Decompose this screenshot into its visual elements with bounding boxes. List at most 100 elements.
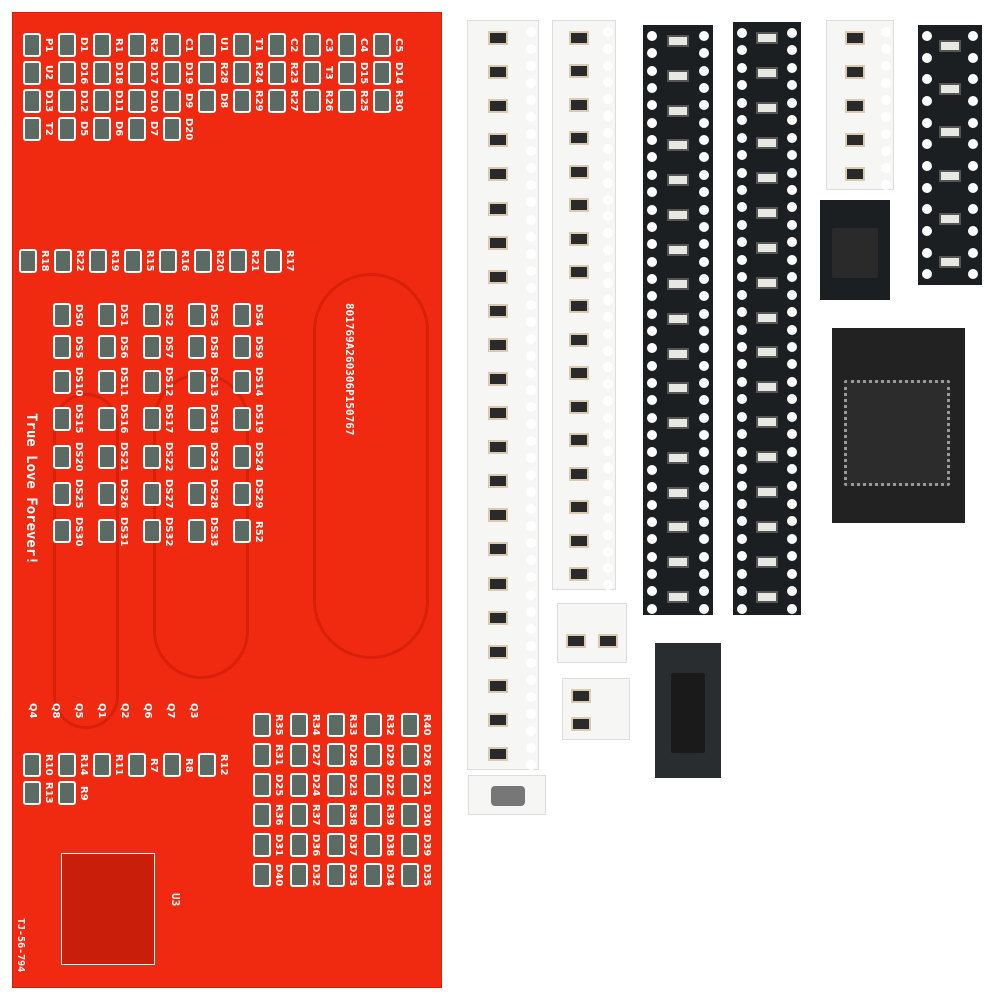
- trace: [313, 273, 429, 659]
- sprocket-hole: [922, 96, 932, 106]
- sprocket-hole: [699, 291, 709, 302]
- motto-text: True Love Forever!: [23, 413, 39, 565]
- silkscreen-label: DS29: [253, 479, 264, 509]
- solder-pad: [373, 89, 391, 113]
- led-tape-2: [733, 22, 801, 615]
- sprocket-hole: [603, 194, 613, 205]
- sprocket-hole: [647, 31, 657, 41]
- sprocket-hole: [603, 328, 613, 339]
- silkscreen-label: R26: [323, 90, 334, 112]
- footprint: DS27: [143, 479, 174, 509]
- sprocket-hole: [699, 603, 709, 614]
- solder-pad: [188, 303, 206, 327]
- solder-pad: [93, 117, 111, 141]
- solder-pad: [233, 303, 251, 327]
- sprocket-hole: [699, 464, 709, 475]
- footprint: Q5: [73, 703, 84, 718]
- sprocket-hole: [737, 237, 747, 248]
- sprocket-hole: [922, 204, 932, 215]
- sprocket-hole: [787, 603, 797, 614]
- footprint: R26: [303, 89, 334, 113]
- footprint: DS25: [53, 479, 84, 509]
- sprocket-hole: [526, 350, 536, 361]
- silkscreen-label: DS23: [208, 441, 219, 472]
- solder-pad: [93, 89, 111, 113]
- soic8-pocket: [820, 200, 890, 300]
- sprocket-hole: [526, 742, 536, 753]
- footprint: DS5: [53, 335, 84, 359]
- sprocket-hole: [737, 359, 747, 370]
- sprocket-hole: [787, 551, 797, 562]
- silkscreen-label: R13: [43, 782, 54, 804]
- silkscreen-label: Q2: [119, 703, 130, 719]
- solder-pad: [128, 33, 146, 57]
- sprocket-hole: [603, 563, 613, 574]
- sprocket-hole: [922, 182, 932, 193]
- sprocket-hole: [526, 248, 536, 259]
- sprocket-hole: [647, 48, 657, 59]
- sprocket-hole: [526, 44, 536, 55]
- sprocket-hole: [526, 555, 536, 566]
- footprint: P1: [23, 33, 54, 57]
- sprocket-hole: [881, 95, 891, 105]
- smd-part: [571, 717, 591, 731]
- smd-part: [488, 678, 508, 693]
- sprocket-hole: [603, 77, 613, 88]
- sprocket-hole: [526, 640, 536, 651]
- silkscreen-label: R38: [347, 804, 358, 826]
- silkscreen-label: D10: [148, 89, 159, 113]
- silkscreen-label: DS33: [208, 516, 219, 547]
- footprint: R14: [58, 753, 89, 777]
- sprocket-hole: [526, 384, 536, 395]
- footprint: T3: [303, 61, 334, 85]
- sprocket-hole: [526, 572, 536, 583]
- silkscreen-label: D14: [393, 61, 404, 85]
- sprocket-hole: [787, 132, 797, 143]
- silkscreen-label: Q5: [73, 703, 84, 719]
- footprint: DS12: [143, 367, 174, 396]
- solder-pad: [53, 519, 71, 544]
- sprocket-hole: [526, 95, 536, 106]
- silkscreen-label: R40: [421, 714, 432, 736]
- sprocket-hole: [603, 379, 613, 390]
- sprocket-hole: [603, 278, 613, 289]
- footprint: DS15: [53, 404, 84, 434]
- smd-part: [569, 567, 589, 582]
- sprocket-hole: [603, 127, 613, 138]
- footprint: D10: [128, 89, 159, 113]
- smd-part: [569, 466, 589, 481]
- smd-led: [939, 83, 961, 95]
- footprint: DS11: [98, 367, 129, 396]
- sprocket-hole: [737, 307, 747, 318]
- sprocket-hole: [881, 112, 891, 122]
- silkscreen-label: DS9: [253, 335, 264, 359]
- solder-pad: [401, 803, 419, 827]
- smd-part: [488, 406, 508, 421]
- solder-pad: [233, 33, 251, 57]
- silkscreen-label: R11: [113, 754, 124, 776]
- footprint: R10: [23, 753, 54, 777]
- silkscreen-label: DS26: [118, 479, 129, 509]
- footprint: DS26: [98, 479, 129, 509]
- silkscreen-label: DS16: [118, 404, 129, 434]
- sprocket-hole: [737, 481, 747, 492]
- sprocket-hole: [603, 144, 613, 155]
- solder-pad: [58, 89, 76, 113]
- silkscreen-label: R52: [253, 520, 264, 543]
- sprocket-hole: [526, 61, 536, 72]
- silkscreen-label: R28: [218, 62, 229, 84]
- sprocket-hole: [699, 135, 709, 146]
- smd-part: [488, 65, 508, 80]
- footprint: D1: [58, 33, 89, 57]
- smd-part: [488, 99, 508, 114]
- solder-pad: [373, 33, 391, 57]
- footprint: R36: [253, 803, 284, 827]
- sprocket-hole: [699, 534, 709, 545]
- smd-part: [488, 371, 508, 386]
- solder-pad: [327, 803, 345, 827]
- sprocket-hole: [526, 197, 536, 208]
- solder-pad: [198, 61, 216, 85]
- sprocket-hole: [737, 272, 747, 283]
- silkscreen-label: D1: [78, 37, 89, 53]
- smd-led: [939, 126, 961, 139]
